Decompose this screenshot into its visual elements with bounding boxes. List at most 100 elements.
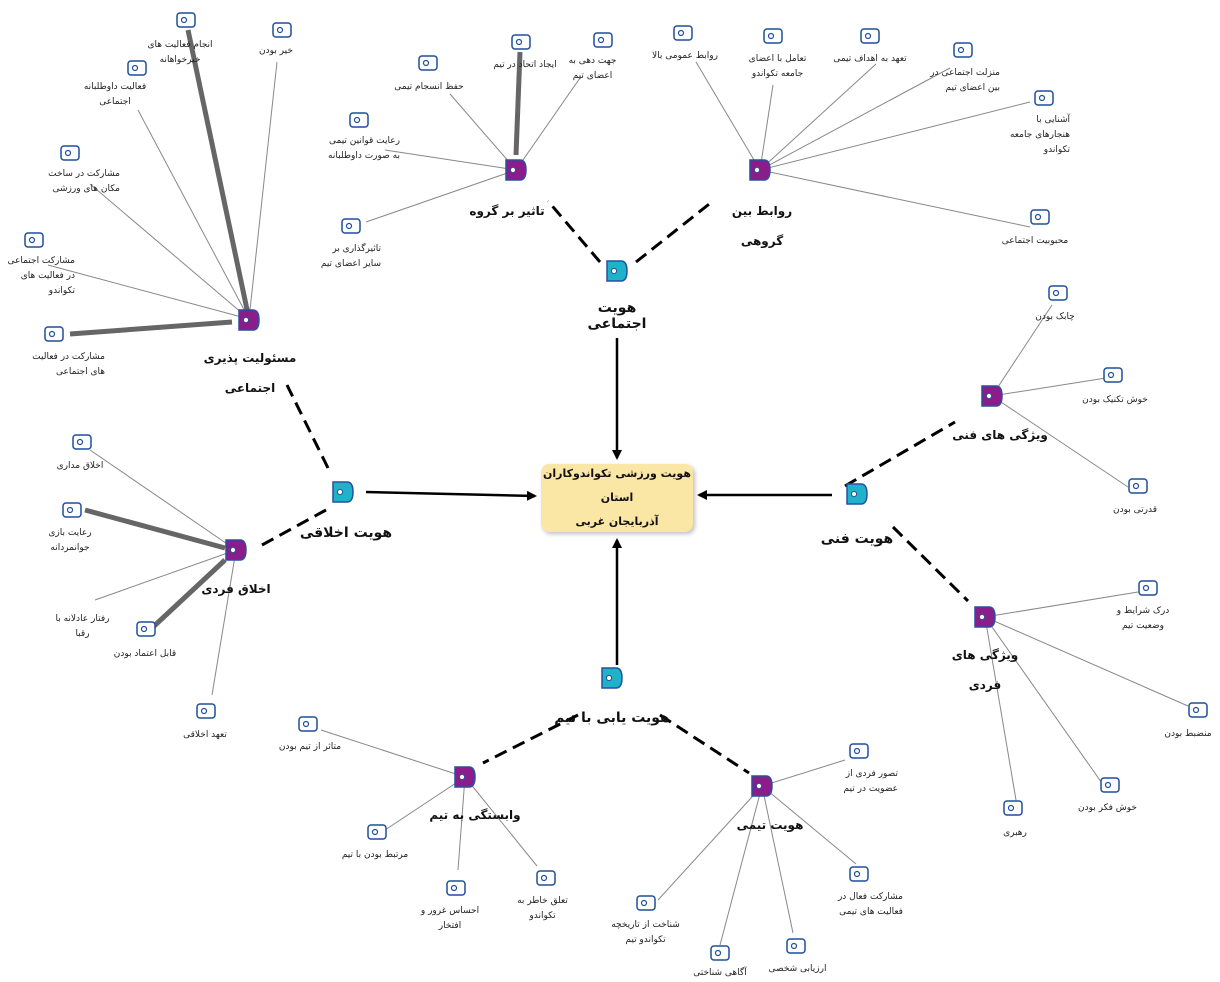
code-label-c_connected_team: مرتبط بودن با تیم <box>341 850 409 860</box>
edge-c_good_technique <box>991 377 1107 397</box>
code-icon-c_volunteer <box>127 60 147 76</box>
code-icon-c_social_tkd <box>24 232 44 248</box>
code-label-c_leadership: رهبری <box>1003 828 1027 838</box>
edge-c_social_act <box>69 319 233 337</box>
main-category-icon-social <box>605 259 629 283</box>
edge-c_smart <box>984 616 1105 787</box>
code-icon-c_good_technique <box>1103 367 1123 383</box>
edge-c_self_eval <box>761 785 794 934</box>
code-icon-c_social_act <box>44 326 64 342</box>
code-icon-c_affected_team <box>298 716 318 732</box>
code-label-c_self_concept: تصور فردی از عضویت در تیم <box>843 769 898 794</box>
code-icon-c_fair_play <box>62 502 82 518</box>
code-icon-c_direct_members <box>593 32 613 48</box>
code-label-c_social_act: مشارکت در فعالیت های اجتماعی <box>32 352 105 377</box>
central-concept: هویت ورزشی تکواندوکاران استان آذربایجان … <box>541 464 693 532</box>
edge-ethical-individual <box>261 508 327 547</box>
edge-c_preserve_unity <box>449 93 517 171</box>
edge-c_social_tkd <box>47 264 250 320</box>
edge-c_benefactor <box>248 61 278 320</box>
main-category-ethical: هویت اخلاقی <box>299 525 393 541</box>
edge-team-attachment <box>482 713 579 765</box>
edge-team-identity <box>659 713 750 775</box>
code-label-c_history: شناخت از تاریخچه تکواندو تیم <box>611 920 680 945</box>
code-label-c_direct_members: جهت دهی به اعضای تیم <box>568 56 617 81</box>
main-category-icon-ethical <box>331 480 355 504</box>
sub-category-icon-individual-traits <box>973 605 997 629</box>
sub-category-icon-team-identity <box>750 774 774 798</box>
code-icon-c_public_relations <box>673 25 693 41</box>
edge-c_connected_team <box>384 776 466 831</box>
code-label-c_public_relations: روابط عمومی بالا <box>652 51 718 61</box>
edge-c_public_relations <box>695 61 761 171</box>
code-icon-c_tolerance <box>72 434 92 450</box>
code-icon-c_talented <box>1128 478 1148 494</box>
code-label-c_commitment_goals: تعهد به اهداف تیمی <box>833 54 907 64</box>
code-icon-c_norms <box>1034 90 1054 106</box>
code-label-c_affected_team: متاثر از تیم بودن <box>278 742 342 752</box>
edge-c_volunteer <box>137 109 250 320</box>
code-label-c_create_unity: ایجاد اتحاد در تیم <box>493 60 557 70</box>
sub-category-individual-traits: ویژگی های فردی <box>951 648 1019 692</box>
code-icon-c_moral_commitment <box>196 703 216 719</box>
sub-category-team-identity: هویت تیمی <box>736 818 804 832</box>
code-icon-c_team_rules <box>349 112 369 128</box>
edge-c_influence <box>365 169 517 223</box>
code-label-c_moral_commitment: تعهد اخلاقی <box>183 730 227 740</box>
edge-c_disciplined <box>984 616 1189 707</box>
sub-category-social-responsibility: مسئولیت پذیری اجتماعی <box>203 351 297 395</box>
code-icon-c_popularity <box>1030 209 1050 225</box>
edge-c_cognitive <box>719 785 763 946</box>
code-icon-c_charity <box>176 12 196 28</box>
code-icon-c_cognitive <box>710 945 730 961</box>
edge-technical-traits <box>844 420 956 488</box>
code-icon-c_interaction <box>763 28 783 44</box>
edge-c_active_part <box>761 785 857 865</box>
edge-c_agile <box>991 304 1053 397</box>
sub-category-icon-individual-ethics <box>224 538 248 562</box>
code-label-c_cognitive: آگاهی شناختی <box>693 968 747 978</box>
sub-category-group-effect: تاثیر بر گروه <box>469 204 545 218</box>
edge-technical-individual <box>891 525 970 603</box>
edge-c_fair_behavior <box>94 549 237 601</box>
code-icon-c_benefactor <box>272 22 292 38</box>
edge-ethical-responsibility <box>285 384 330 469</box>
edge-c_interaction <box>759 84 774 171</box>
code-icon-c_commitment_goals <box>860 28 880 44</box>
edge-c_moral_commitment <box>211 549 237 696</box>
code-label-c_fair_play: رعایت بازی جوانمردانه <box>48 528 92 553</box>
code-icon-c_history <box>636 895 656 911</box>
edge-c_reliable <box>150 558 227 630</box>
code-label-c_reliable: قابل اعتماد بودن <box>113 649 177 659</box>
sub-category-intergroup: روابط بین گروهی <box>731 204 793 248</box>
sub-category-individual-ethics: اخلاق فردی <box>201 582 271 596</box>
edge-c_norms <box>759 101 1031 171</box>
code-label-c_pride: احساس غرور و افتخار <box>420 906 480 931</box>
sub-category-icon-team-attachment <box>453 765 477 789</box>
main-category-technical: هویت فنی <box>820 531 894 547</box>
code-label-c_benefactor: خیر بودن <box>259 46 293 56</box>
edge-c_charity <box>185 29 252 320</box>
sub-category-icon-intergroup <box>748 158 772 182</box>
edge-ethical-to-center <box>365 490 537 501</box>
main-category-icon-team <box>600 666 624 690</box>
code-icon-c_connected_team <box>367 824 387 840</box>
code-label-c_norms: آشنایی با هنجارهای جامعه تکواندو <box>1009 115 1070 155</box>
edge-c_tolerance <box>89 449 237 551</box>
code-label-c_influence: تاثیرگذاری بر سایر اعضای تیم <box>320 244 381 269</box>
code-icon-c_self_eval <box>786 938 806 954</box>
code-icon-c_build_venues <box>60 145 80 161</box>
code-icon-c_preserve_unity <box>418 55 438 71</box>
code-icon-c_self_concept <box>849 743 869 759</box>
code-icon-c_create_unity <box>511 34 531 50</box>
code-label-c_disciplined: منضبط بودن <box>1164 729 1212 739</box>
code-icon-c_agile <box>1048 285 1068 301</box>
code-label-c_self_eval: ارزیابی شخصی <box>768 964 827 974</box>
edge-social-group <box>546 200 602 263</box>
edge-social-intergroup <box>635 199 714 264</box>
code-icon-c_active_part <box>849 866 869 882</box>
code-icon-c_belonging <box>536 870 556 886</box>
edge-c_create_unity <box>513 51 523 156</box>
code-label-c_interaction: تعامل با اعضای جامعه تکواندو <box>748 54 807 79</box>
